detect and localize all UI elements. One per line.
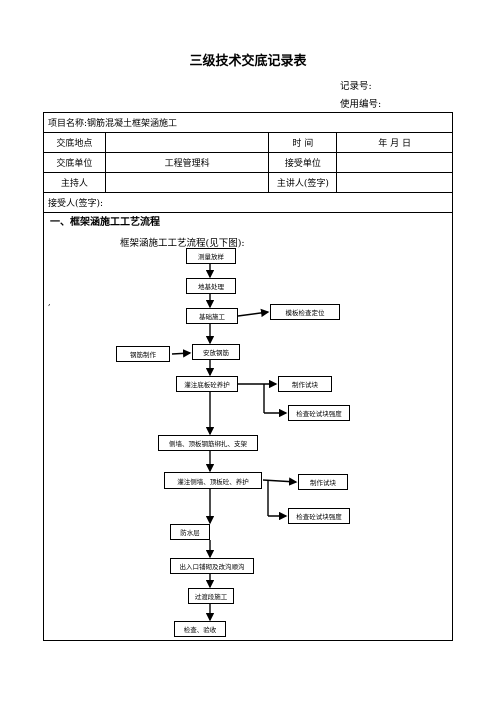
step-make-block-2: 制作试块 — [298, 474, 348, 490]
step-walls: 侧墙、顶板钢筋绑扎、支架 — [158, 435, 258, 451]
section-subtitle: 框架涵施工工艺流程(见下图): — [120, 238, 245, 249]
record-number-label: 记录号: — [340, 81, 372, 92]
step-survey: 测量放样 — [186, 248, 236, 264]
record-table: 项目名称:钢筋混凝土框架涵施工 交底地点 时 间 年 月 日 交底单位 工程管理… — [43, 112, 453, 213]
step-check-block-1: 检查砼试块强度 — [288, 405, 350, 421]
stray-mark: , — [48, 298, 51, 307]
content-area — [43, 208, 453, 641]
document-title: 三级技术交底记录表 — [189, 54, 307, 69]
step-pour-walls: 灌注侧墙、顶板砼、养护 — [164, 472, 262, 489]
use-number-label: 使用编号: — [340, 99, 382, 110]
step-waterproof: 防水层 — [170, 524, 210, 540]
section-title: 一、框架涵施工工艺流程 — [50, 217, 160, 228]
step-formwork-check: 模板检查定位 — [270, 304, 340, 320]
receiver-signature[interactable]: 接受人(签字): — [43, 192, 453, 213]
step-pour-base: 灌注底板砼养护 — [176, 376, 238, 392]
step-make-block-1: 制作试块 — [278, 376, 332, 392]
step-transition: 过渡段施工 — [188, 588, 234, 604]
step-check-block-2: 检查砼试块强度 — [288, 508, 350, 524]
step-foundation: 地基处理 — [186, 278, 236, 294]
step-rebar-install: 安放钢筋 — [192, 344, 240, 360]
step-rebar-make: 钢筋制作 — [116, 346, 170, 362]
step-acceptance: 检查、验收 — [174, 621, 226, 637]
step-entrance: 出入口铺砌及改沟顺沟 — [170, 558, 254, 574]
step-base: 基础施工 — [186, 308, 238, 324]
